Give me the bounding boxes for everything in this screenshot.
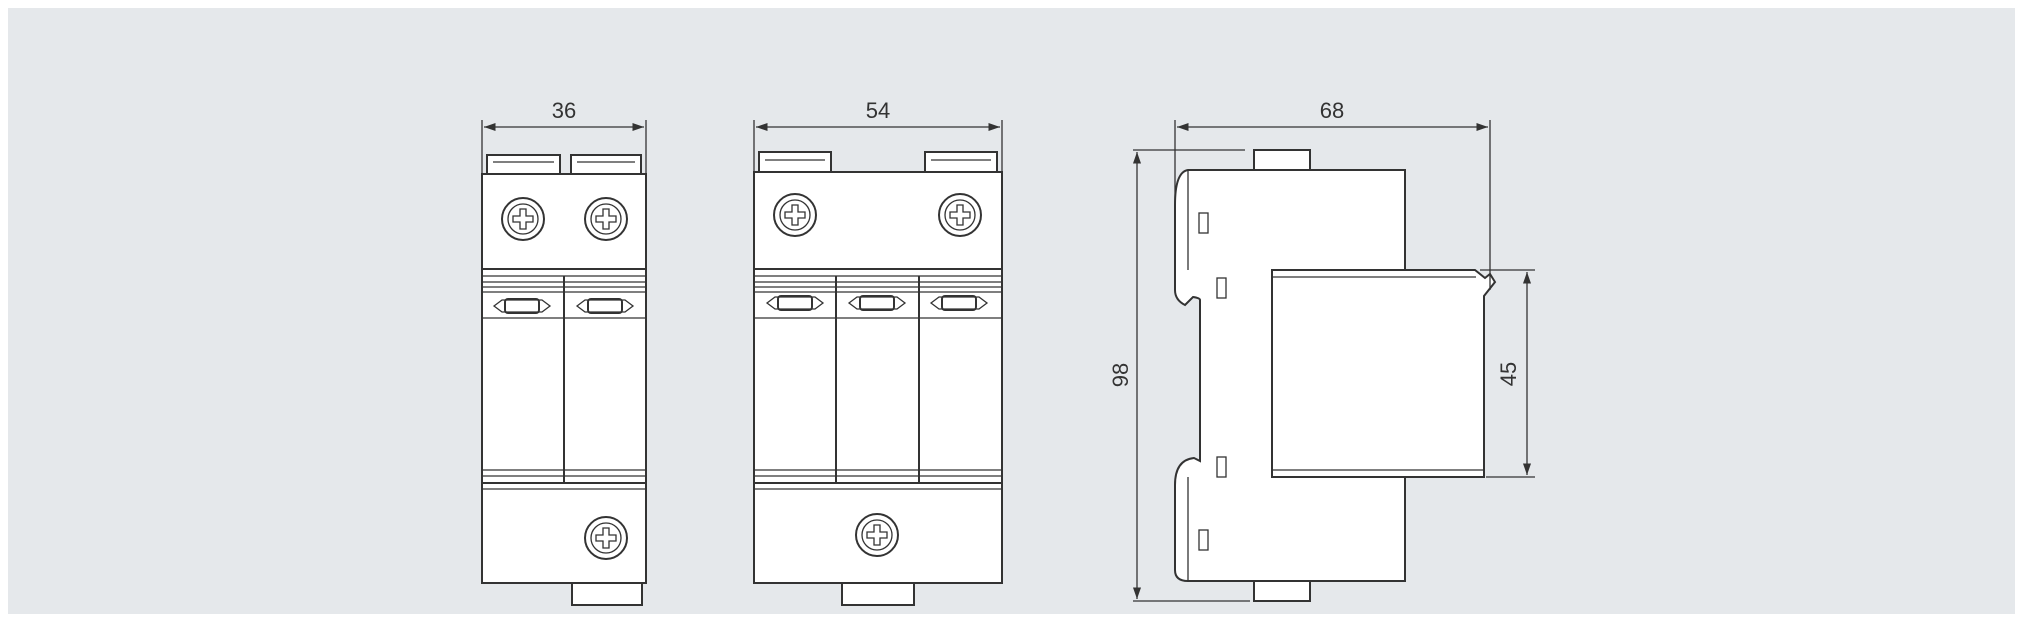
two-pole-front-view: 36 [481, 98, 647, 606]
bottom-terminal-block [753, 482, 1003, 584]
drawing-frame [8, 8, 2015, 614]
height-dimension-label: 98 [1108, 363, 1133, 387]
vent-slot [1198, 212, 1209, 234]
vent-slot [1216, 277, 1227, 299]
width-dimension-label: 54 [866, 98, 890, 123]
top-tab-right [570, 154, 642, 175]
depth-dimension-label: 68 [1320, 98, 1344, 123]
top-clip [1253, 149, 1311, 171]
vent-slot [1216, 456, 1227, 478]
pole-modules [753, 268, 1003, 484]
side-view: 68 98 45 [1108, 98, 1535, 602]
side-body-outline [1174, 169, 1406, 582]
bottom-clip [1253, 580, 1311, 602]
top-tab-right [924, 151, 998, 173]
vent-slot [1198, 529, 1209, 551]
top-terminal-block [753, 171, 1003, 270]
top-tab-left [758, 151, 832, 173]
bottom-terminal-block [481, 482, 647, 584]
bottom-tab [841, 582, 915, 606]
side-front-face [1271, 269, 1497, 478]
three-pole-front-view: 54 [753, 98, 1003, 606]
bottom-tab [571, 582, 643, 606]
top-tab-left [486, 154, 561, 175]
top-terminal-block [481, 173, 647, 270]
width-dimension-label: 36 [552, 98, 576, 123]
face-dimension-label: 45 [1496, 362, 1521, 386]
